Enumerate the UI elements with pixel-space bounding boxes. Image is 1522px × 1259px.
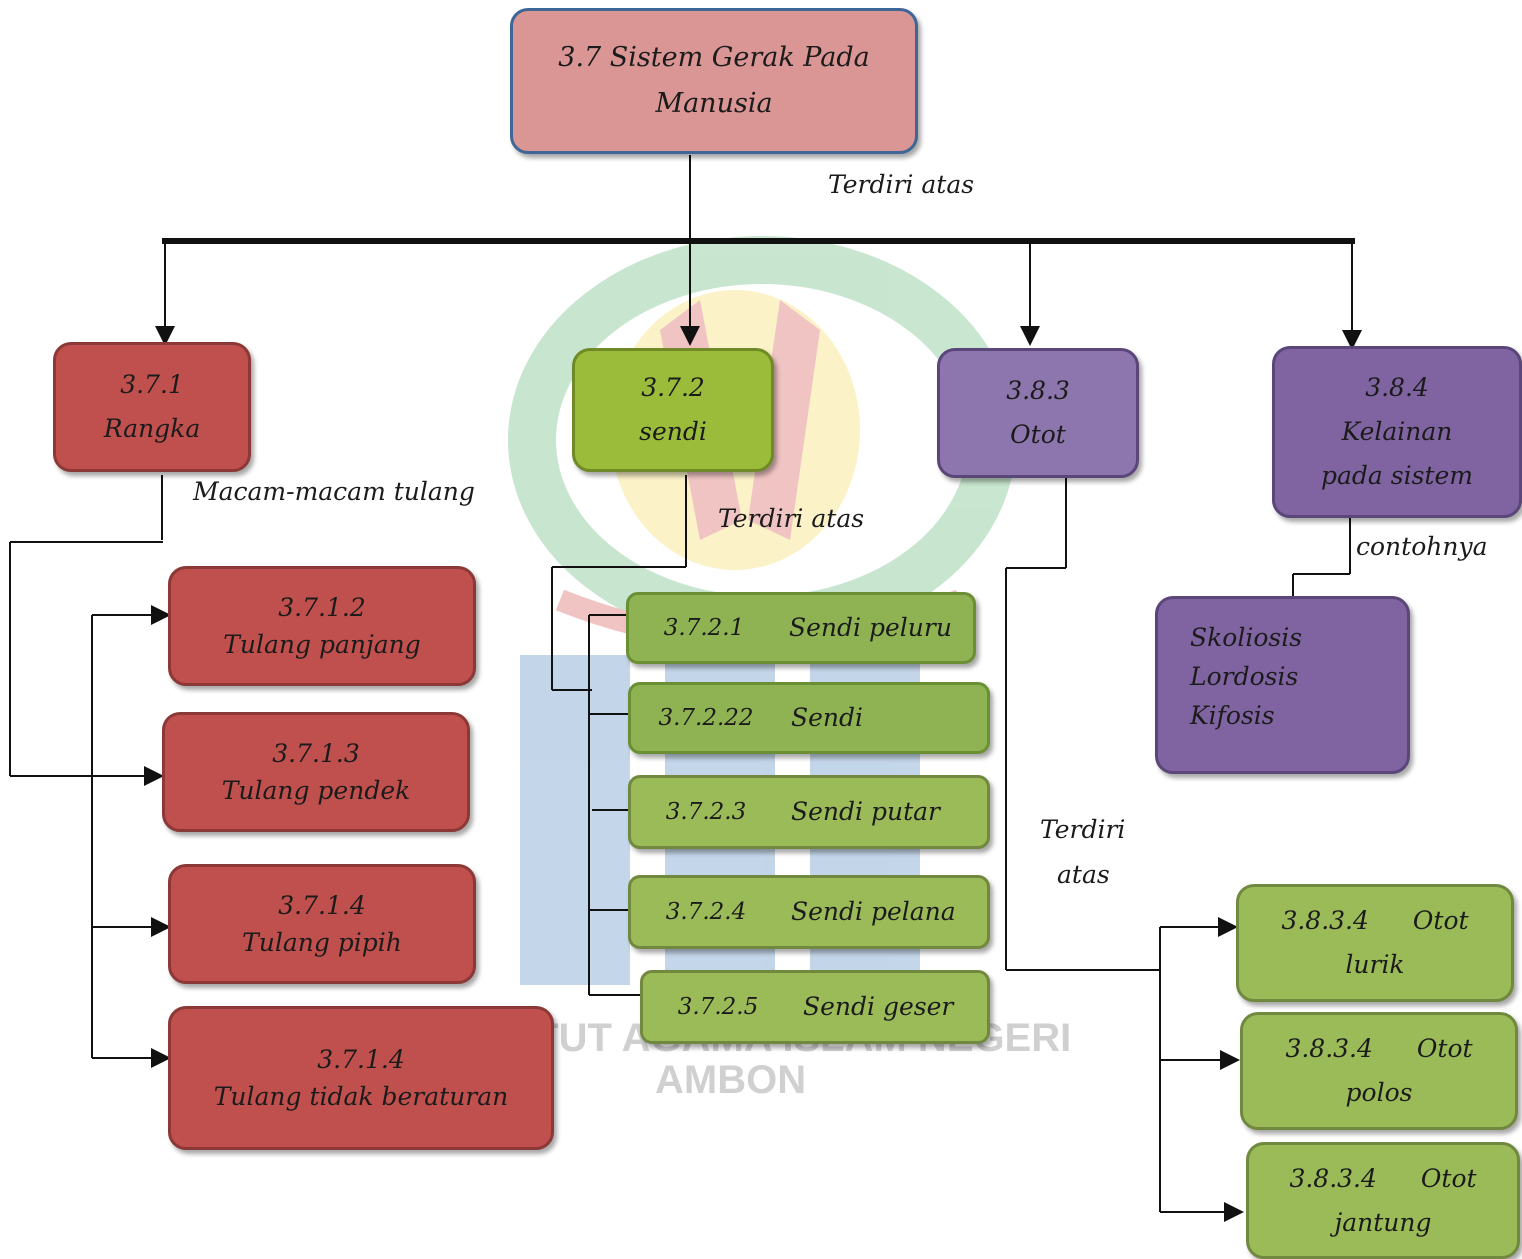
node-sendi-label: sendi bbox=[639, 417, 707, 446]
otot-head: Otot bbox=[1416, 1034, 1473, 1064]
tulang-label: Tulang pendek bbox=[221, 776, 411, 805]
tulang-code: 3.7.1.4 bbox=[278, 890, 366, 920]
node-kelainan-line1: Kelainan bbox=[1341, 417, 1453, 447]
sendi-item: 3.7.2.3 Sendi putar bbox=[628, 775, 990, 849]
tulang-node: 3.7.1.3 Tulang pendek bbox=[162, 712, 470, 832]
otot-code: 3.8.3.4 bbox=[1281, 906, 1369, 936]
node-rangka-code: 3.7.1 bbox=[120, 370, 184, 400]
tulang-code: 3.7.1.3 bbox=[272, 738, 360, 768]
otot-item: 3.8.3.4 Otot jantung bbox=[1246, 1142, 1520, 1259]
kelainan-examples: Skoliosis Lordosis Kifosis bbox=[1155, 596, 1410, 774]
otot-tail: lurik bbox=[1345, 950, 1405, 979]
root-node: 3.7 Sistem Gerak Pada Manusia bbox=[510, 8, 918, 154]
tulang-label: Tulang tidak beraturan bbox=[213, 1082, 509, 1111]
tulang-label: Tulang pipih bbox=[242, 928, 402, 957]
label-sendi: Terdiri atas bbox=[718, 504, 865, 533]
watermark-line2: AMBON bbox=[655, 1058, 807, 1102]
node-otot-code: 3.8.3 bbox=[1006, 376, 1070, 406]
sendi-label: Sendi geser bbox=[803, 992, 954, 1022]
node-kelainan-code: 3.8.4 bbox=[1365, 373, 1429, 403]
otot-code: 3.8.3.4 bbox=[1285, 1034, 1373, 1064]
otot-tail: jantung bbox=[1334, 1207, 1432, 1237]
sendi-label: Sendi pelana bbox=[791, 897, 956, 927]
sendi-label: Sendi putar bbox=[791, 797, 940, 827]
sendi-label: Sendi bbox=[791, 703, 864, 733]
tulang-node: 3.7.1.4 Tulang tidak beraturan bbox=[168, 1006, 554, 1150]
label-otot-1: Terdiri bbox=[1040, 815, 1126, 844]
node-sendi-code: 3.7.2 bbox=[641, 373, 705, 403]
sendi-item: 3.7.2.1 Sendi peluru bbox=[626, 592, 976, 664]
otot-head: Otot bbox=[1420, 1163, 1477, 1193]
tulang-node: 3.7.1.2 Tulang panjang bbox=[168, 566, 476, 686]
sendi-item: 3.7.2.5 Sendi geser bbox=[640, 970, 990, 1044]
tulang-node: 3.7.1.4 Tulang pipih bbox=[168, 864, 476, 984]
otot-item: 3.8.3.4 Otot polos bbox=[1240, 1012, 1518, 1130]
node-sendi: 3.7.2 sendi bbox=[572, 348, 774, 472]
label-kelainan: contohnya bbox=[1356, 532, 1488, 561]
sendi-label: Sendi peluru bbox=[789, 613, 952, 643]
label-main: Terdiri atas bbox=[828, 170, 975, 199]
otot-tail: polos bbox=[1345, 1078, 1413, 1107]
sendi-item: 3.7.2.4 Sendi pelana bbox=[628, 875, 990, 949]
sendi-code: 3.7.2.3 bbox=[665, 798, 747, 825]
kelainan-example: Kifosis bbox=[1190, 700, 1275, 730]
otot-head: Otot bbox=[1412, 906, 1469, 936]
root-title: 3.7 Sistem Gerak Pada Manusia bbox=[558, 42, 870, 119]
kelainan-example: Lordosis bbox=[1190, 661, 1299, 691]
label-rangka: Macam-macam tulang bbox=[193, 477, 475, 506]
sendi-code: 3.7.2.5 bbox=[677, 993, 759, 1020]
tulang-code: 3.7.1.2 bbox=[278, 592, 366, 622]
sendi-code: 3.7.2.22 bbox=[658, 704, 754, 731]
node-otot: 3.8.3 Otot bbox=[937, 348, 1139, 478]
kelainan-example: Skoliosis bbox=[1190, 623, 1303, 652]
sendi-code: 3.7.2.4 bbox=[665, 898, 747, 925]
otot-code: 3.8.3.4 bbox=[1289, 1163, 1377, 1193]
node-otot-label: Otot bbox=[1010, 420, 1066, 449]
sendi-item: 3.7.2.22 Sendi bbox=[628, 682, 990, 754]
tulang-code: 3.7.1.4 bbox=[317, 1044, 405, 1074]
otot-item: 3.8.3.4 Otot lurik bbox=[1236, 884, 1514, 1002]
label-otot-2: atas bbox=[1057, 860, 1110, 889]
tulang-label: Tulang panjang bbox=[223, 630, 421, 659]
node-rangka-label: Rangka bbox=[103, 414, 201, 443]
node-rangka: 3.7.1 Rangka bbox=[53, 342, 251, 472]
sendi-code: 3.7.2.1 bbox=[663, 614, 745, 641]
node-kelainan: 3.8.4 Kelainan pada sistem bbox=[1272, 346, 1522, 518]
node-kelainan-line2: pada sistem bbox=[1321, 460, 1473, 490]
